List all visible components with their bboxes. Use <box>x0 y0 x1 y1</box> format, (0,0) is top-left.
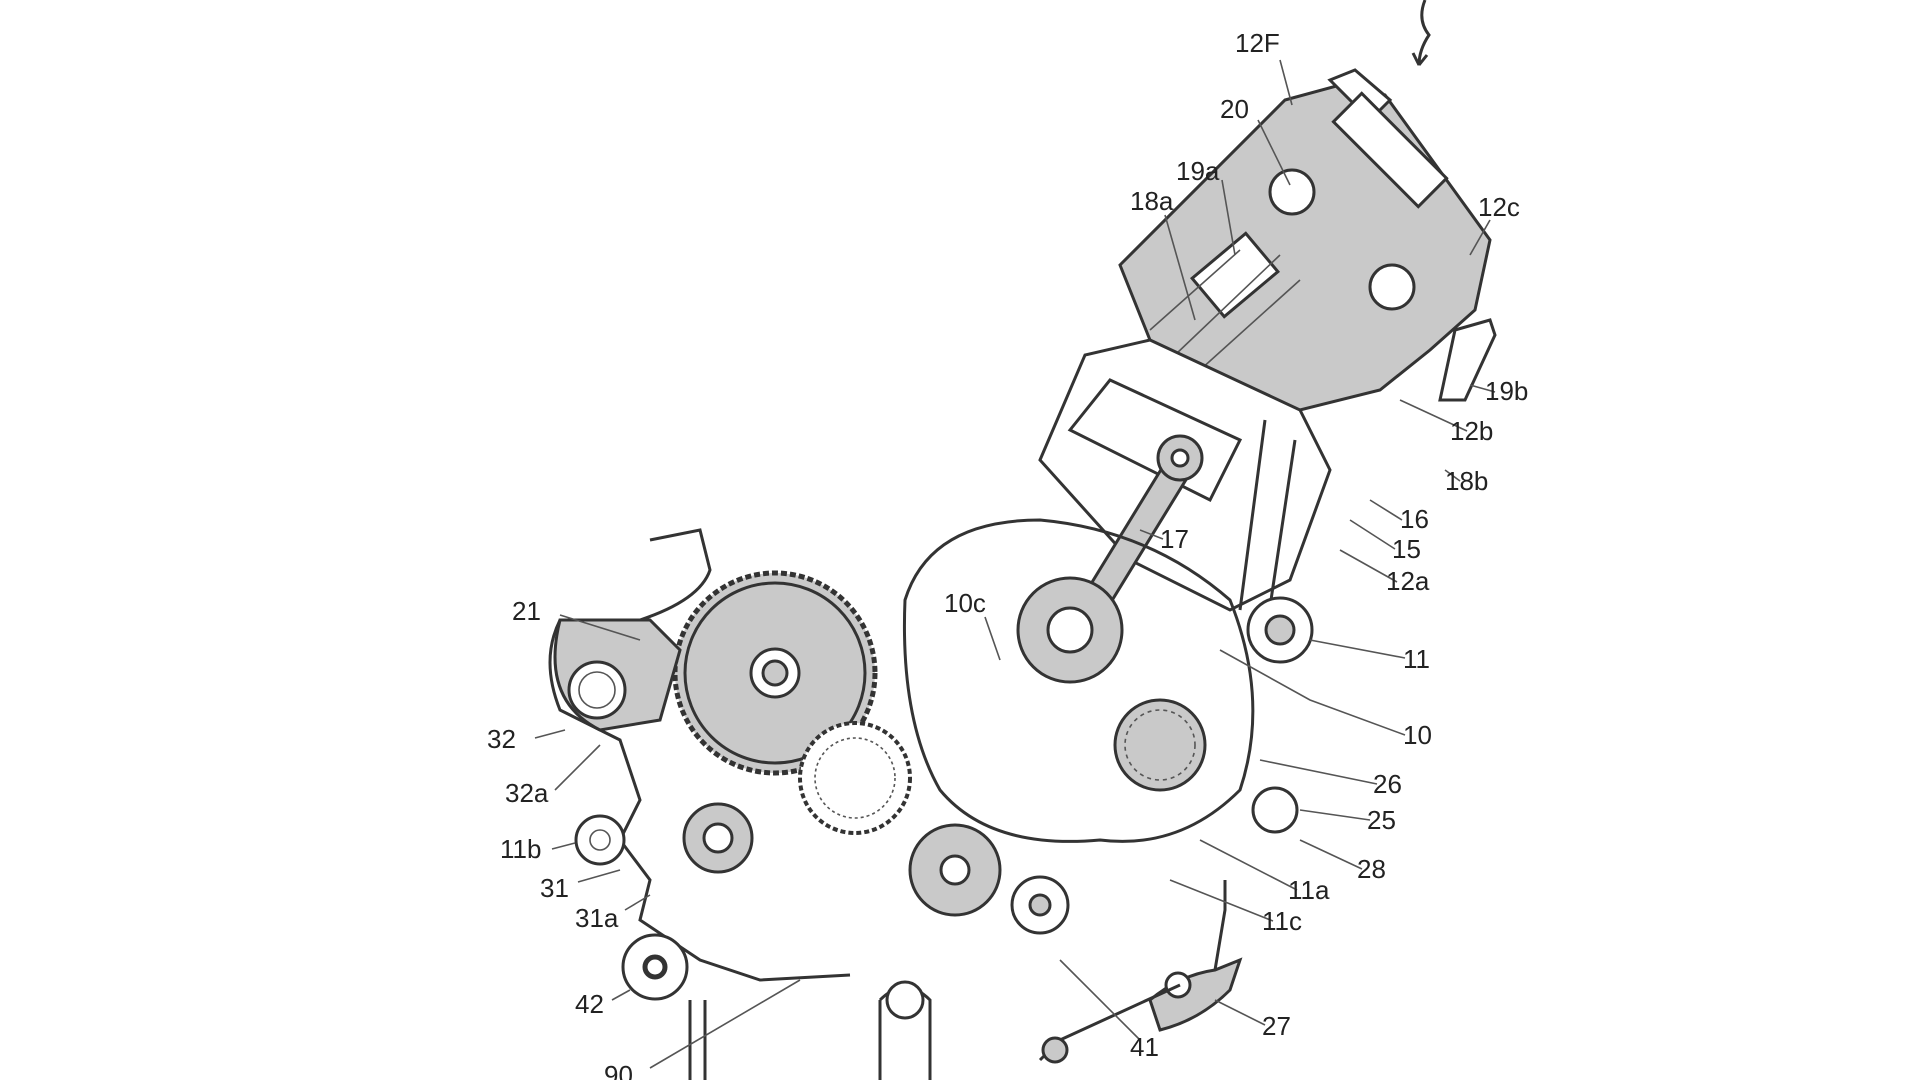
cylinder-head <box>1118 68 1497 412</box>
reference-labels: 12F 20 19a 18a 12c 19b 12b 18b 16 15 12a… <box>487 28 1528 1080</box>
label-31a: 31a <box>575 903 619 933</box>
bolt-11b <box>574 814 626 866</box>
leader-lines <box>534 59 1496 1069</box>
label-19a: 19a <box>1176 156 1220 186</box>
label-31: 31 <box>540 873 569 903</box>
label-12b: 12b <box>1450 416 1493 446</box>
label-32a: 32a <box>505 778 549 808</box>
label-27: 27 <box>1262 1011 1291 1041</box>
label-11b: 11b <box>500 834 541 864</box>
reference-arrow <box>1411 0 1431 66</box>
label-11: 11 <box>1403 644 1430 674</box>
label-21: 21 <box>512 596 541 626</box>
label-41: 41 <box>1130 1032 1159 1062</box>
pivot-42 <box>621 933 689 1001</box>
left-casing <box>548 528 851 982</box>
label-19b: 19b <box>1485 376 1528 406</box>
label-17: 17 <box>1160 524 1189 554</box>
label-11a: 11a <box>1288 875 1330 905</box>
label-32: 32 <box>487 724 516 754</box>
crankcase <box>902 518 1255 843</box>
lever-27 <box>1148 957 1243 1032</box>
label-10: 10 <box>1403 720 1432 750</box>
label-28: 28 <box>1357 854 1386 884</box>
stay-90 <box>688 1000 707 1080</box>
pivot-32 <box>567 660 627 720</box>
label-16: 16 <box>1400 504 1429 534</box>
secondary-gear <box>798 721 912 835</box>
label-10c: 10c <box>944 588 986 618</box>
label-12c: 12c <box>1478 192 1520 222</box>
label-90: 90 <box>604 1060 633 1080</box>
label-15: 15 <box>1392 534 1421 564</box>
label-25: 25 <box>1367 805 1396 835</box>
label-18a: 18a <box>1130 186 1174 216</box>
gear-31 <box>682 802 754 874</box>
label-18b: 18b <box>1445 466 1488 496</box>
primary-gear <box>672 570 878 776</box>
connecting-rod <box>1016 434 1204 684</box>
label-11c: 11c <box>1262 906 1302 936</box>
sprocket-25 <box>1251 786 1299 834</box>
label-26: 26 <box>1373 769 1402 799</box>
label-42: 42 <box>575 989 604 1019</box>
output-sprocket <box>908 823 1002 917</box>
label-12F: 12F <box>1235 28 1280 58</box>
balancer-bearing <box>1113 698 1207 792</box>
label-20: 20 <box>1220 94 1249 124</box>
label-12a: 12a <box>1386 566 1430 596</box>
